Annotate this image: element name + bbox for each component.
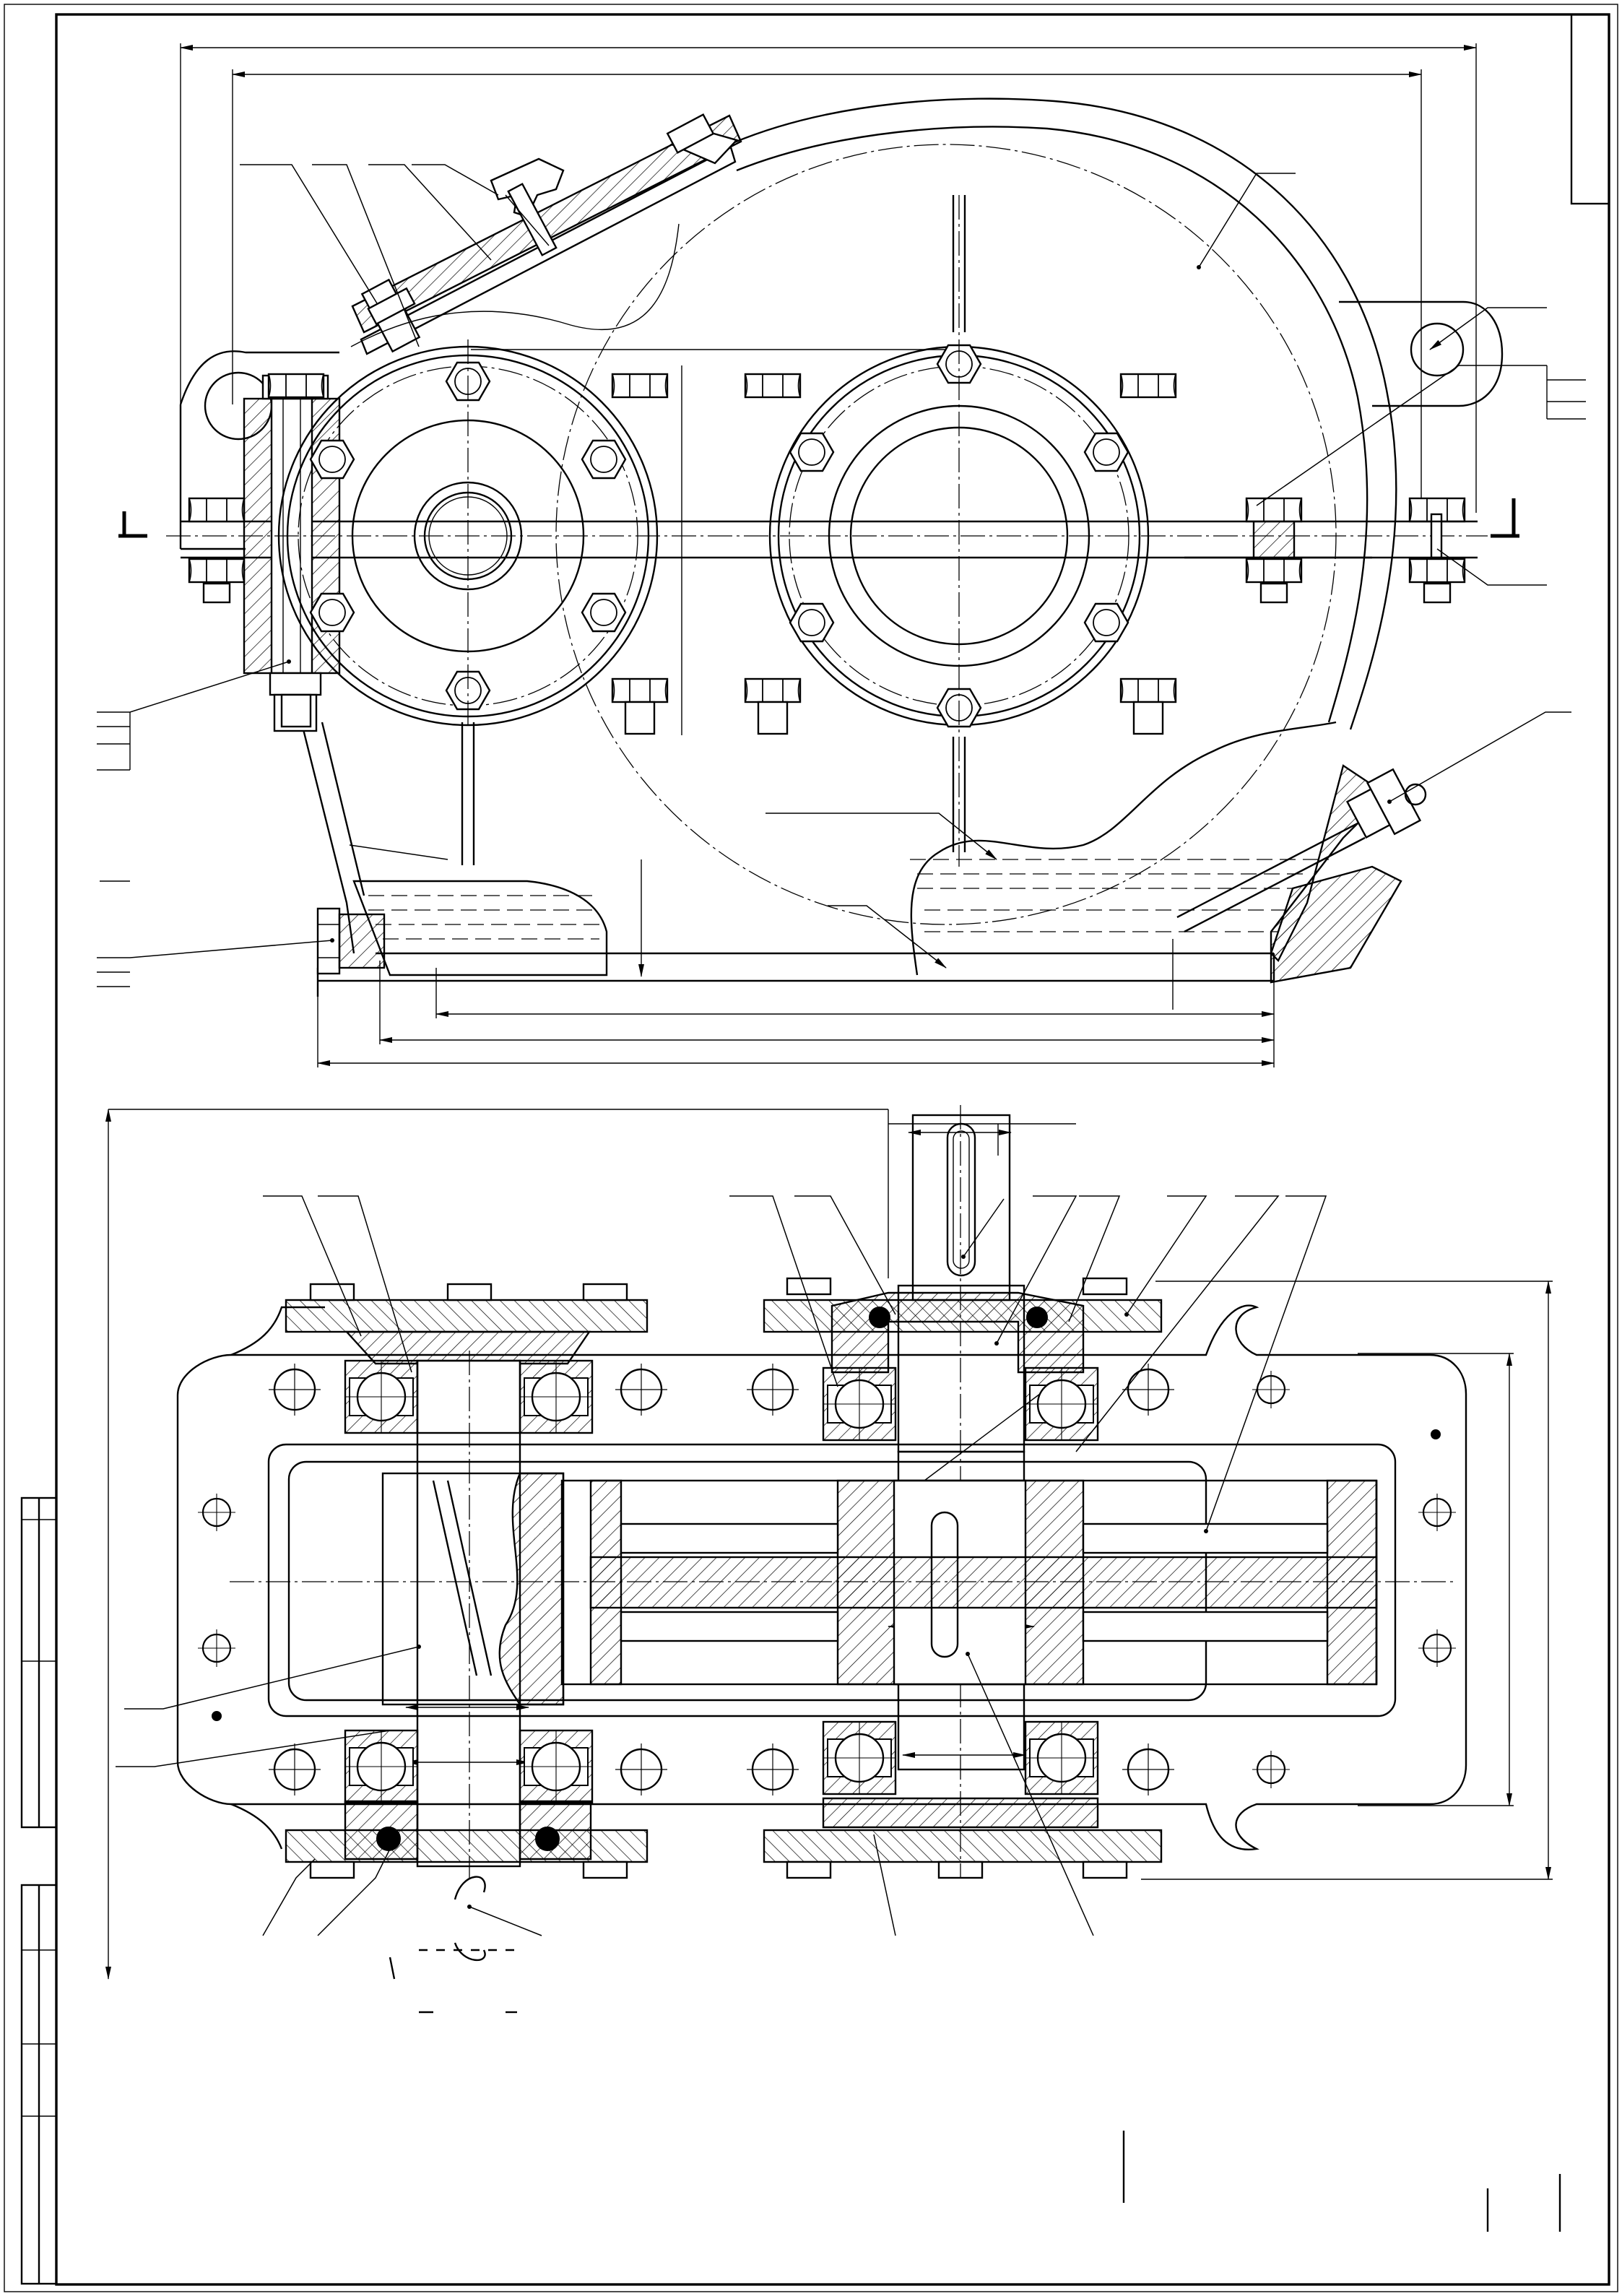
housing-inner-arc (736, 126, 1369, 723)
oil-bath-right-break (910, 721, 1337, 976)
flange-nuts-bottom (611, 677, 1177, 703)
base-outline (176, 1304, 1467, 1851)
drain-plug (316, 907, 386, 975)
end-bolts-left (188, 497, 246, 604)
pinion-shaft (381, 1351, 565, 1951)
pinion-bearing-top (344, 1330, 594, 1434)
lifting-lug-right (1410, 322, 1465, 377)
sheet-frame (4, 4, 1618, 2292)
base-flange-corner-left (230, 1306, 325, 1850)
housing-body (179, 300, 1504, 997)
oil-bath-left (352, 880, 608, 976)
front-view (97, 43, 1586, 1067)
flange-nuts-top (267, 373, 1177, 399)
vent-plug (490, 157, 565, 256)
flange-bolts-lower (280, 693, 1164, 735)
oil-dipstick (1176, 768, 1427, 933)
top-leaders (116, 1195, 1327, 1936)
section-marker-left (118, 511, 147, 538)
front-dimensions (180, 43, 1477, 1067)
left-margin-stamp (20, 1496, 58, 2285)
inner-cavity (267, 1443, 1397, 1717)
inspection-cover (350, 113, 742, 355)
wheel-pitch-circle (555, 144, 1337, 925)
end-bolts-right (1245, 497, 1466, 604)
housing-section-right-base (1270, 865, 1402, 984)
gear-wheel-section (230, 1479, 1454, 1686)
housing-ribs (461, 195, 966, 865)
section-symbols (389, 1876, 517, 2014)
section-marker-right (1491, 498, 1519, 538)
front-leaders (97, 164, 1586, 987)
oil-level-lines-left (368, 895, 599, 954)
title-block-partial (1122, 2131, 1561, 2232)
housing-outer-arc (729, 98, 1397, 730)
oil-level-lines-right (910, 859, 1329, 954)
parting-line-right (1184, 520, 1478, 559)
top-view (105, 1105, 1553, 2014)
base-bolt-holes (196, 1362, 1457, 1797)
left-bolt-section (243, 374, 341, 732)
